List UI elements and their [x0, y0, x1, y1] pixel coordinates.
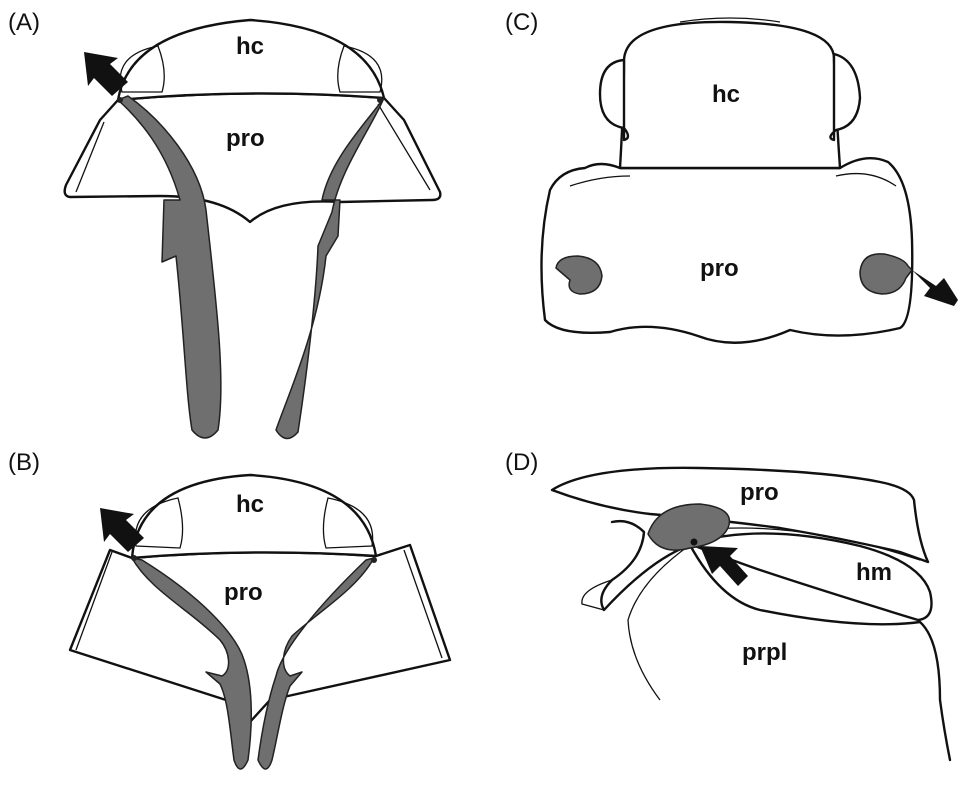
- panel-a-hc-label: hc: [236, 33, 264, 60]
- panel-b-arrow-target: [131, 555, 137, 561]
- panel-c: (C) hc pro: [505, 9, 958, 343]
- panel-b-label: (B): [8, 449, 40, 476]
- panel-b: (B) hc pro: [8, 449, 450, 769]
- panel-a-pro-label: pro: [226, 125, 265, 152]
- panel-d-arrow-target: [691, 539, 698, 546]
- panel-c-pronotum: [541, 158, 912, 343]
- panel-d-hm-label: hm: [856, 559, 892, 586]
- panel-c-left-eye: [600, 60, 628, 140]
- panel-d: (D) pro hm prpl: [505, 449, 950, 760]
- panel-b-pronotum: [70, 545, 450, 722]
- panel-d-prpl-label: prpl: [742, 639, 787, 666]
- panel-a: (A) hc pro: [8, 9, 440, 439]
- panel-a-label: (A): [8, 9, 40, 36]
- panel-b-hc-label: hc: [236, 491, 264, 518]
- panel-a-arrow-target: [117, 97, 123, 103]
- panel-c-hc-label: hc: [712, 81, 740, 108]
- panel-c-arrow: [912, 270, 958, 306]
- panel-c-pro-label: pro: [700, 255, 739, 282]
- panel-b-right-point: [371, 557, 377, 563]
- panel-d-label: (D): [505, 449, 538, 476]
- panel-c-right-eye: [830, 54, 860, 140]
- panel-c-label: (C): [505, 9, 538, 36]
- panel-a-right-point: [377, 97, 383, 103]
- panel-d-pro-label: pro: [740, 479, 779, 506]
- panel-a-head-capsule: [118, 20, 384, 100]
- panel-b-pro-label: pro: [224, 579, 263, 606]
